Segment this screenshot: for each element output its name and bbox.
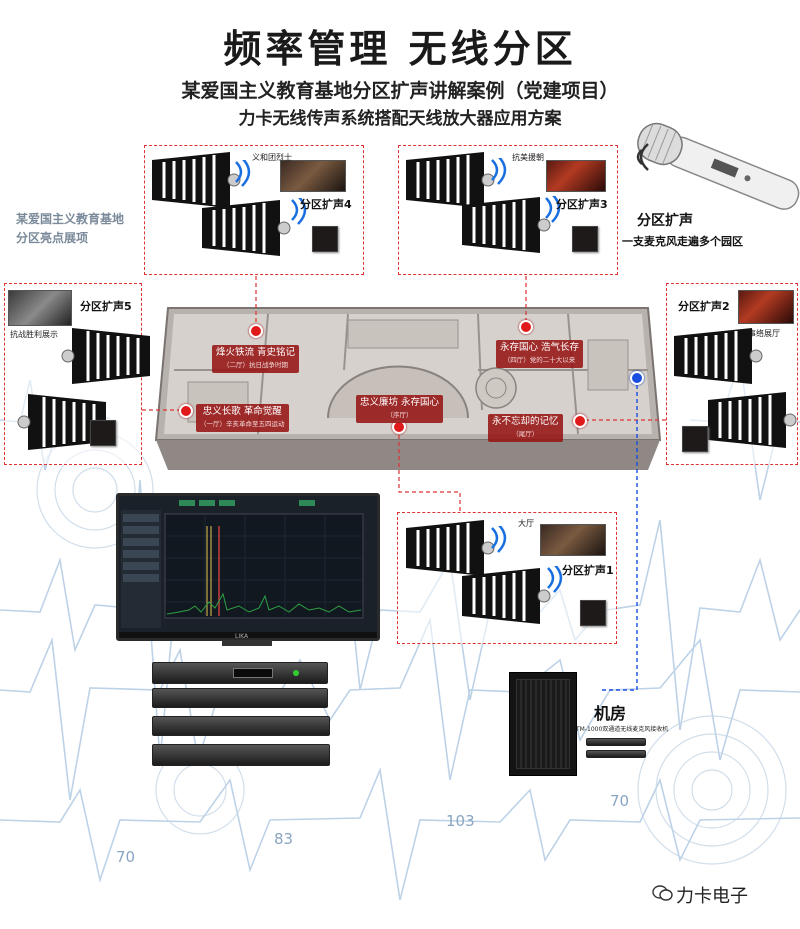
receiver-device-icon [682,426,708,452]
spectrum-monitor: LIKA [116,493,380,641]
spot-title: 忠义廉坊 永存国心 [360,397,440,408]
receiver-device-icon [572,226,598,252]
zone-1-label: 分区扩声1 [562,564,614,577]
display-panel [233,668,273,678]
location-marker[interactable] [573,414,587,428]
exhibit-spot-label: 永不忘却的记忆 （尾厅） [488,414,563,442]
monitor-stand [222,640,272,646]
power-indicator [293,670,299,676]
zone-5-photo-caption: 抗战胜利展示 [10,330,58,339]
mic-note-subtitle: 一支麦克风走遍多个园区 [622,235,743,248]
spot-subtitle: （二厅）抗日战争时期 [223,361,289,369]
server-cabinet [509,672,577,776]
highlight-note-line1: 某爱国主义教育基地 [16,212,125,226]
exhibit-spot-label: 烽火铁流 青史铭记 （二厅）抗日战争时期 [212,345,300,373]
machine-room-label: 机房 [594,704,627,723]
highlight-exhibits-note: 某爱国主义教育基地 分区亮点展项 [16,210,124,248]
spot-title: 永存国心 浩气长存 [500,342,580,353]
spot-subtitle: （尾厅） [512,430,539,438]
exhibit-photo [280,160,346,192]
exhibit-spot-label: 忠义长歌 革命觉醒 （一厅）辛亥革命至五四运动 [196,404,289,432]
cabinet-door [516,679,570,769]
spot-subtitle: （四厅）党的二十大以来 [503,356,576,364]
highlight-note-line2: 分区亮点展项 [16,231,89,245]
receiver-device-icon [90,420,116,446]
receiver-device-icon [580,600,606,626]
spot-subtitle: （一厅）辛亥革命至五四运动 [200,420,285,428]
zone-1-photo-caption: 大厅 [518,519,534,528]
antenna-icon [706,390,798,450]
spot-subtitle: （序厅） [386,411,413,419]
mic-note-title: 分区扩声 [637,213,693,229]
exhibit-spot-label: 忠义廉坊 永存国心 （序厅） [356,395,444,423]
frequency-spectrum-screen [119,496,377,632]
wechat-icon [652,885,673,901]
exhibit-photo [8,290,72,326]
zone-5-label: 分区扩声5 [80,300,132,313]
page-subtitle-solution: 力卡无线传声系统搭配天线放大器应用方案 [238,109,562,129]
exhibit-photo [540,524,606,556]
page-title: 频率管理 无线分区 [223,27,577,71]
antenna-icon [672,326,764,386]
monitor-brand: LIKA [235,633,249,640]
waveform-number: 70 [116,848,136,866]
rack-antenna-distributor [152,688,328,708]
zone-4-label: 分区扩声4 [300,198,352,211]
handheld-microphone-icon [637,122,800,210]
zone-2-label: 分区扩声2 [678,300,730,313]
location-marker[interactable] [179,404,193,418]
antenna-icon [60,326,152,386]
exhibit-spot-label: 永存国心 浩气长存 （四厅）党的二十大以来 [496,340,584,368]
exhibition-floor-plan [154,307,662,470]
machine-room-link-marker[interactable] [630,371,644,385]
machine-room-rack-label: TM-1000双通道无线麦克风接收机 [576,726,669,733]
machine-room-device [586,738,646,746]
waveform-number: 103 [446,812,475,830]
page-subtitle-case: 某爱国主义教育基地分区扩声讲解案例（党建项目） [181,80,619,102]
zone-3-photo-caption: 抗美援朝 [512,153,544,162]
spot-title: 永不忘却的记忆 [492,416,559,427]
wireless-signal-icon [636,143,649,171]
antenna-icon [460,566,552,626]
receiver-device-icon [312,226,338,252]
zone-2-photo-caption: 大事络展厅 [740,329,780,338]
antenna-icon [200,198,292,258]
rack-amplifier-unit [152,744,330,766]
waveform-number: 83 [274,830,294,848]
rack-receiver-unit [152,662,328,684]
exhibit-photo [738,290,794,324]
machine-room-device [586,750,646,758]
spot-title: 忠义长歌 革命觉醒 [202,406,282,417]
source-watermark: 力卡电子 [676,886,748,907]
wireless-signal-icon [234,160,251,188]
location-marker[interactable] [519,320,533,334]
zone-4-photo-caption: 义和团烈士 [252,153,292,162]
spot-title: 烽火铁流 青史铭记 [216,347,296,358]
zone-3-label: 分区扩声3 [556,198,608,211]
exhibit-photo [546,160,606,192]
location-marker[interactable] [249,324,263,338]
wireless-signal-icon [490,526,507,554]
waveform-number: 70 [610,792,630,810]
rack-amplifier-unit [152,716,330,736]
